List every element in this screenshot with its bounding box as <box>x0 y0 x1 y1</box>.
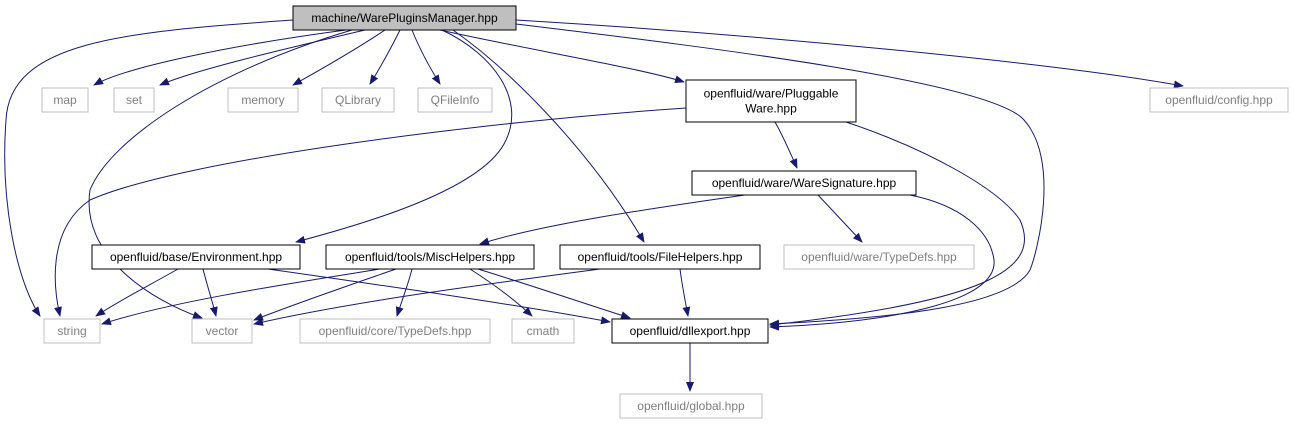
node-vector: vector <box>191 318 253 344</box>
node-label-qlibrary: QLibrary <box>335 93 381 107</box>
node-string: string <box>43 318 101 344</box>
node-box-coretypedefs <box>299 318 491 344</box>
node-label-root: machine/WarePluginsManager.hpp <box>311 11 498 25</box>
node-box-dllexport <box>611 318 769 344</box>
edge-mischelpers-to-string <box>101 268 381 326</box>
node-box-waretypedefs <box>783 244 975 270</box>
nodes-layer: machine/WarePluginsManager.hpp map set memo… <box>41 5 1289 419</box>
node-label-string: string <box>57 324 86 338</box>
edge-environment-to-dllexport <box>267 268 611 325</box>
edge-environment-to-string <box>95 268 179 317</box>
edges-layer <box>4 19 1184 392</box>
node-label-global: openfluid/global.hpp <box>637 399 745 413</box>
node-qlibrary: QLibrary <box>321 87 395 113</box>
edge-root-to-pluggable <box>439 29 685 84</box>
node-dllexport[interactable]: openfluid/dllexport.hpp <box>611 318 769 344</box>
edge-root-to-memory <box>292 29 386 86</box>
edge-signature-to-waretypedefs <box>817 194 863 243</box>
edge-filehelpers-to-vector <box>253 268 601 326</box>
node-label-environment: openfluid/base/Environment.hpp <box>110 250 282 264</box>
node-label-map: map <box>53 93 77 107</box>
node-label-dllexport: openfluid/dllexport.hpp <box>630 324 751 338</box>
node-map: map <box>41 87 89 113</box>
node-coretypedefs: openfluid/core/TypeDefs.hpp <box>299 318 491 344</box>
node-config: openfluid/config.hpp <box>1149 87 1289 113</box>
node-environment[interactable]: openfluid/base/Environment.hpp <box>91 244 301 270</box>
edge-mischelpers-to-coretypedefs <box>395 268 413 317</box>
node-signature[interactable]: openfluid/ware/WareSignature.hpp <box>691 170 917 196</box>
node-label-filehelpers: openfluid/tools/FileHelpers.hpp <box>578 250 743 264</box>
node-label-coretypedefs: openfluid/core/TypeDefs.hpp <box>319 324 472 338</box>
edge-root-to-map <box>93 29 347 86</box>
node-box-qfileinfo <box>417 87 493 113</box>
node-label-qfileinfo: QFileInfo <box>431 93 480 107</box>
node-box-config <box>1149 87 1289 113</box>
node-global: openfluid/global.hpp <box>619 393 763 419</box>
node-box-signature <box>691 170 917 196</box>
edge-pluggable-to-dllexport <box>769 121 1025 329</box>
edge-root-to-filehelpers <box>452 29 645 243</box>
node-waretypedefs: openfluid/ware/TypeDefs.hpp <box>783 244 975 270</box>
edge-root-to-dllexport <box>515 23 1045 328</box>
edge-pluggable-to-string <box>54 107 687 317</box>
node-set: set <box>113 87 155 113</box>
node-memory: memory <box>227 87 299 113</box>
node-qfileinfo: QFileInfo <box>417 87 493 113</box>
node-box-mischelpers <box>325 244 535 270</box>
node-label-mischelpers: openfluid/tools/MiscHelpers.hpp <box>345 250 515 264</box>
node-label-vector: vector <box>206 324 239 338</box>
node-box-set <box>113 87 155 113</box>
edge-filehelpers-to-dllexport <box>679 268 691 317</box>
edge-root-to-qfileinfo <box>411 29 441 85</box>
edge-root-to-string <box>4 19 294 317</box>
node-box-qlibrary <box>321 87 395 113</box>
node-cmath: cmath <box>511 318 575 344</box>
edge-mischelpers-to-dllexport <box>477 268 631 320</box>
node-label-set: set <box>126 93 143 107</box>
node-box-memory <box>227 87 299 113</box>
edge-mischelpers-to-vector <box>253 268 397 321</box>
node-box-map <box>41 87 89 113</box>
node-filehelpers[interactable]: openfluid/tools/FileHelpers.hpp <box>559 244 761 270</box>
node-box-environment <box>91 244 301 270</box>
node-label-config: openfluid/config.hpp <box>1165 93 1273 107</box>
edge-root-to-qlibrary <box>369 29 401 85</box>
node-label-memory: memory <box>241 93 284 107</box>
node-mischelpers[interactable]: openfluid/tools/MiscHelpers.hpp <box>325 244 535 270</box>
edge-root-to-vector <box>88 29 353 319</box>
node-box-string <box>43 318 101 344</box>
node-box-global <box>619 393 763 419</box>
node-box-vector <box>191 318 253 344</box>
node-box-filehelpers <box>559 244 761 270</box>
edge-pluggable-to-signature <box>774 121 798 169</box>
edge-root-to-config <box>515 19 1184 89</box>
edge-mischelpers-to-cmath <box>469 268 533 317</box>
edge-signature-to-dllexport <box>769 194 995 331</box>
edge-root-to-set <box>159 29 366 86</box>
edge-root-to-environment <box>295 29 513 244</box>
node-box-root <box>292 5 517 31</box>
node-label-cmath: cmath <box>527 324 560 338</box>
node-box-pluggable <box>685 79 857 123</box>
node-label-signature: openfluid/ware/WareSignature.hpp <box>712 176 897 190</box>
edge-environment-to-vector <box>202 268 218 317</box>
node-box-cmath <box>511 318 575 344</box>
node-root[interactable]: machine/WarePluginsManager.hpp <box>292 5 517 31</box>
node-label-waretypedefs: openfluid/ware/TypeDefs.hpp <box>801 250 957 264</box>
edge-signature-to-mischelpers <box>479 194 746 246</box>
